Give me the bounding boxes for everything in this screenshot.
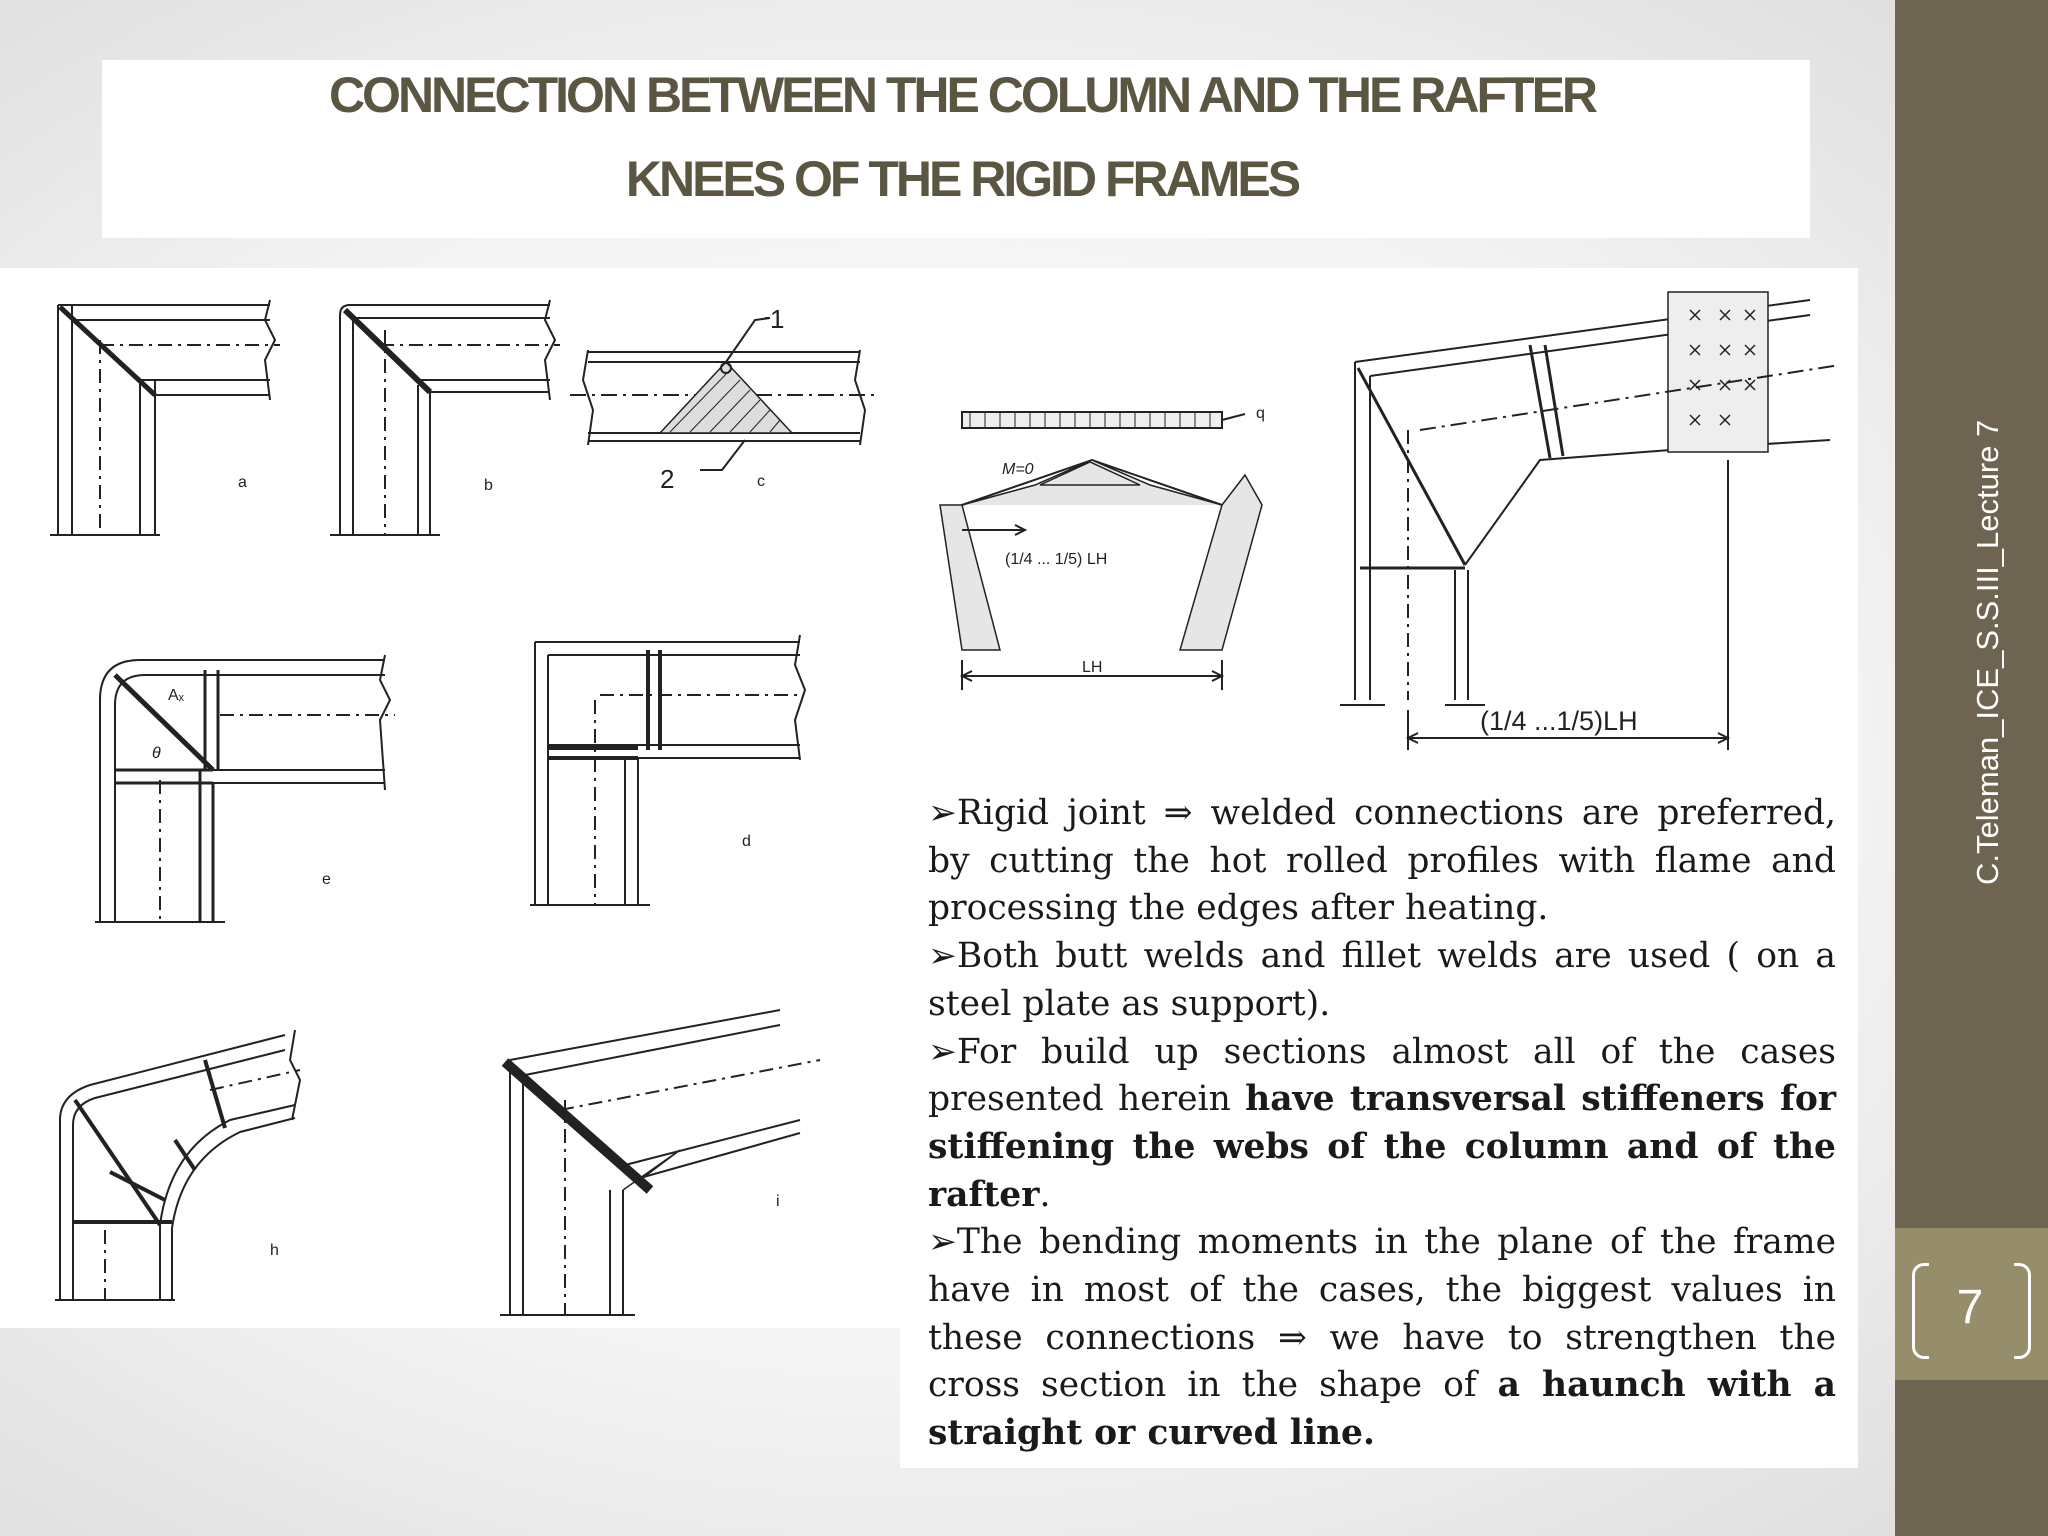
label-ratio: (1/4 ... 1/5) LH — [1005, 551, 1107, 568]
bullet-text: Rigid joint ⇒ welded connections are pre… — [928, 793, 1836, 929]
bullet-text: . — [1039, 1174, 1051, 1215]
sketch-c: 1 2 c — [570, 304, 880, 494]
bullet-text-bold: a haunch with a straight or curved line. — [928, 1365, 1836, 1454]
label-theta: θ — [152, 745, 161, 762]
bullet-marker: ➢ — [928, 793, 957, 833]
label-h: h — [270, 1242, 279, 1259]
body-text: ➢Rigid joint ⇒ welded connections are pr… — [928, 790, 1836, 1458]
label-ad: Aₓ — [168, 687, 185, 704]
label-i: i — [776, 1193, 780, 1210]
slide-title-line-2: KNEES OF THE RIGID FRAMES — [625, 151, 1301, 207]
label-e: e — [322, 871, 331, 888]
frame-diagrams: q M=0 (1/4 ... 1/5) LH LH (1/4 ...1/5)LH — [939, 291, 1841, 750]
sketch-i: i — [500, 1009, 821, 1316]
bullet-paragraph: ➢The bending moments in the plane of the… — [928, 1219, 1836, 1458]
bullet-text-bold: have transversal stiffeners for stiffeni… — [928, 1079, 1837, 1215]
bullet-marker: ➢ — [928, 1031, 957, 1072]
label-q: q — [1256, 405, 1265, 422]
label-b: b — [484, 477, 493, 494]
bullet-paragraph: ➢For build up sections almost all of the… — [928, 1029, 1836, 1220]
bullet-marker: ➢ — [928, 936, 957, 977]
sketch-b: b — [330, 299, 560, 536]
page-number-bracket-left — [1912, 1263, 1929, 1359]
sketch-a: a — [50, 299, 280, 536]
page-number-bracket-right — [2014, 1263, 2031, 1359]
bullet-text: For build up sections almost all of the … — [928, 1031, 1836, 1120]
sketch-d: d — [530, 634, 807, 906]
haunch-frame-diagram: (1/4 ...1/5)LH — [1340, 291, 1841, 750]
knee-joint-sketches: a b 1 2 — [50, 299, 880, 1316]
label-m0: M=0 — [1002, 461, 1034, 478]
label-ratio-big: (1/4 ...1/5)LH — [1480, 706, 1638, 736]
sketch-e: Aₓ θ e — [95, 654, 395, 923]
bullet-marker: ➢ — [928, 1222, 957, 1263]
bullet-paragraph: ➢Rigid joint ⇒ welded connections are pr… — [928, 790, 1836, 933]
label-1: 1 — [770, 304, 784, 334]
slide-title-line-1: CONNECTION BETWEEN THE COLUMN AND THE RA… — [328, 67, 1598, 123]
moment-diagram: q M=0 (1/4 ... 1/5) LH LH — [939, 405, 1265, 690]
bullet-text: The bending moments in the plane of the … — [928, 1222, 1836, 1406]
footer-lecture-label: C.Teleman_ICE_S.S.III_Lecture 7 — [1970, 419, 2005, 885]
label-a: a — [238, 474, 247, 491]
sketch-h: h — [55, 1029, 302, 1301]
label-lh: LH — [1082, 659, 1102, 676]
knee-diagrams-panel: a b 1 2 — [0, 268, 900, 1328]
label-c: c — [757, 473, 765, 490]
label-d: d — [742, 833, 751, 850]
label-2: 2 — [660, 464, 674, 494]
right-content-panel: q M=0 (1/4 ... 1/5) LH LH (1/4 ...1/5)LH — [900, 268, 1858, 1468]
title-box — [102, 60, 1810, 238]
bullet-paragraph: ➢Both butt welds and fillet welds are us… — [928, 933, 1836, 1028]
page-number: 7 — [1956, 1281, 1984, 1334]
bullet-text: Both butt welds and fillet welds are use… — [928, 936, 1836, 1024]
